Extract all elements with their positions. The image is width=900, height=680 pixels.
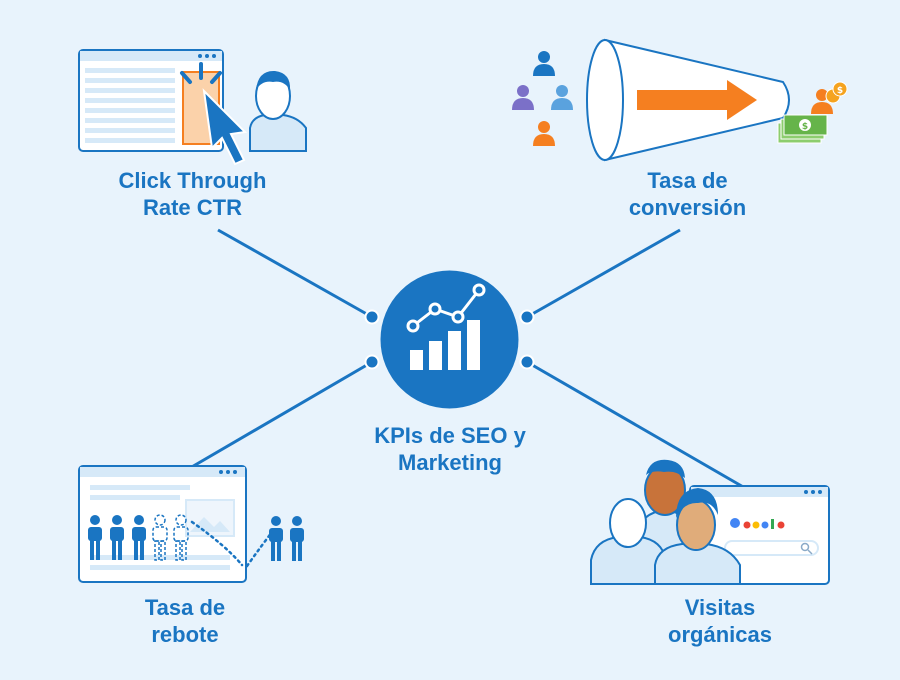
organic-label-line1: Visitas: [684, 595, 756, 620]
connector-conversion: [526, 228, 681, 319]
bounce-label-line2: rebote: [151, 622, 219, 647]
person-icon: [512, 85, 534, 110]
coin-icon: $: [825, 81, 848, 104]
person-icon: [533, 121, 555, 146]
money-icon: $: [777, 114, 828, 144]
search-icon: [800, 542, 813, 555]
center-label: KPIs de SEO y Marketing: [330, 422, 570, 476]
connectors: [189, 228, 746, 490]
ctr-label: Click Through Rate CTR: [60, 167, 325, 221]
growth-chart-icon: [380, 270, 519, 409]
search-visitors-icon: [590, 459, 830, 585]
person-icon: [551, 85, 573, 110]
conversion-funnel-icon: $ $: [512, 38, 848, 162]
search-engine-logo-icon: [730, 518, 785, 529]
center-label-line2: Marketing: [398, 450, 502, 475]
organic-label-line2: orgánicas: [668, 622, 772, 647]
person-icon: [811, 89, 833, 114]
bounce-visitors-icon: [78, 465, 304, 583]
person-icon: [533, 51, 555, 76]
ctr-label-line1: Click Through: [118, 168, 267, 193]
conversion-label-line1: Tasa de: [647, 168, 728, 193]
conversion-label-line2: conversión: [628, 195, 747, 220]
svg-text:$: $: [837, 86, 843, 96]
bounce-label-line1: Tasa de: [144, 595, 226, 620]
connector-ctr: [217, 228, 373, 319]
connector-bounce: [189, 360, 373, 470]
bounce-label: Tasa de rebote: [90, 594, 280, 648]
connector-organic: [526, 360, 746, 490]
conversion-label: Tasa de conversión: [580, 167, 795, 221]
click-browser-icon: [78, 49, 307, 166]
organic-label: Visitas orgánicas: [610, 594, 830, 648]
center-label-line1: KPIs de SEO y: [374, 423, 526, 448]
svg-text:$: $: [802, 122, 808, 132]
connector-dots: [364, 309, 535, 370]
ctr-label-line2: Rate CTR: [142, 195, 242, 220]
